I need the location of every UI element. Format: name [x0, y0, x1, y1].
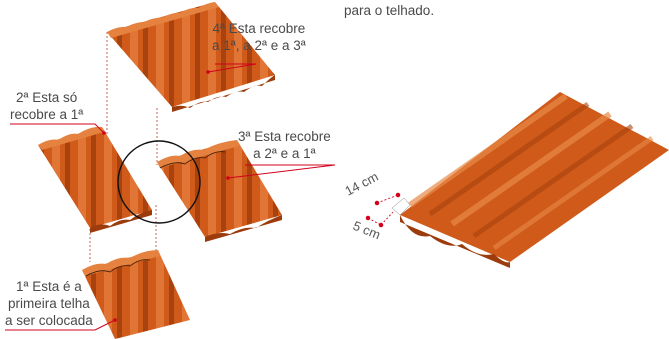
- tile-2: [38, 126, 152, 233]
- tile-3-label: 3ª Esta recobre a 2ª e a 1ª: [238, 128, 331, 162]
- leader-dots: [102, 70, 230, 322]
- tile-1: [82, 250, 190, 339]
- tile-2-label-line-2: recobre a 1ª: [10, 107, 84, 122]
- tile-3: [157, 140, 282, 242]
- dimension-14cm-label: 14 cm: [342, 169, 380, 199]
- tile-4: [107, 2, 275, 112]
- dimension-5cm-label: 5 cm: [351, 218, 383, 242]
- tile-4-label-line-2: a 1ª, a 2ª e a 3ª: [212, 38, 306, 53]
- large-tile-perspective: [391, 92, 669, 268]
- tile-2-label-line-1: 2ª Esta só: [16, 90, 78, 105]
- tile-4-label: 4ª Esta recobre a 1ª, a 2ª e a 3ª: [212, 20, 306, 54]
- overlap-detail-circle: [117, 140, 201, 224]
- tile-2-label: 2ª Esta só recobre a 1ª: [10, 89, 83, 123]
- tile-1-label-line-3: a ser colocada: [5, 313, 93, 328]
- caption-fragment: para o telhado.: [344, 3, 435, 18]
- tile-3-label-line-1: 3ª Esta recobre: [238, 129, 331, 144]
- tile-3-label-line-2: a 2ª e a 1ª: [253, 146, 316, 161]
- tile-4-label-line-1: 4ª Esta recobre: [212, 21, 306, 36]
- tile-1-label: 1ª Esta é a primeira telha a ser colocad…: [5, 278, 93, 329]
- leader-lines: [5, 63, 336, 331]
- dimension-marks: [365, 192, 401, 228]
- tile-1-label-line-2: primeira telha: [8, 296, 90, 311]
- tile-1-label-line-1: 1ª Esta é a: [16, 279, 82, 294]
